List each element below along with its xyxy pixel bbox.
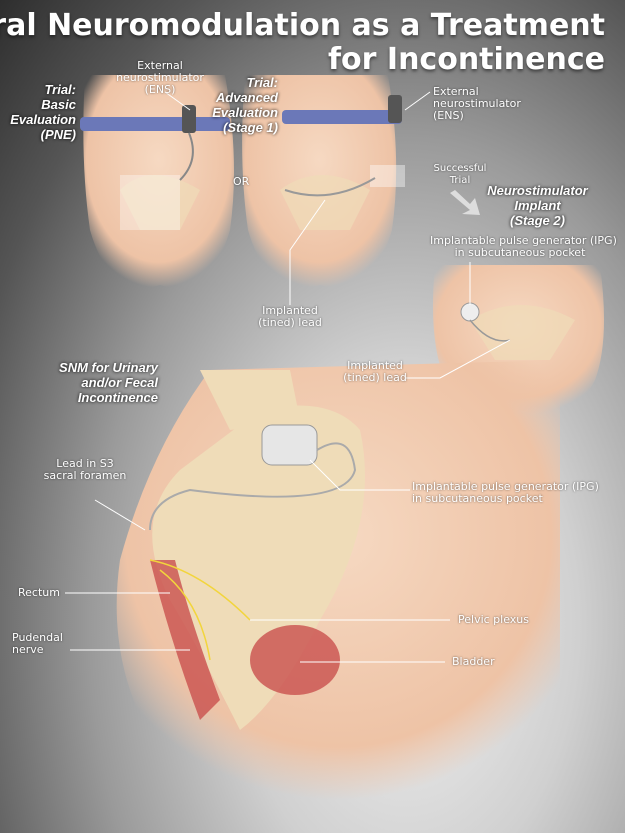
arrow-icon [450,190,480,215]
sagittal-ipg-label: Implantable pulse generator (IPG)in subc… [412,480,599,505]
ipg-device [261,424,318,466]
lead-wire [149,442,357,531]
ipg-device-small [460,302,480,322]
title-line-1: Sacral Neuromodulation as a Treatment [0,8,605,43]
bladder [250,625,340,695]
nerves [149,559,251,661]
or-label: OR [233,175,250,188]
ens-device-1 [182,105,196,133]
sagittal-figure [116,360,561,800]
rectum-label: Rectum [18,586,60,599]
title-line-2: for Incontinence [328,42,605,77]
stage1-figure [242,75,405,288]
stage2-ipg-label: Implantable pulse generator (IPG)in subc… [430,234,617,259]
stage2-lead-label: Implanted(tined) lead [343,359,407,384]
bladder-label: Bladder [452,655,495,668]
ens-device-2 [388,95,402,123]
pelvic-plexus-label: Pelvic plexus [458,613,530,626]
pelvis-bone [152,405,365,730]
belt-2 [282,110,402,124]
rectum [150,560,220,720]
stage1-lead-label: Implanted(tined) lead [258,304,322,329]
pne-figure [80,75,234,288]
